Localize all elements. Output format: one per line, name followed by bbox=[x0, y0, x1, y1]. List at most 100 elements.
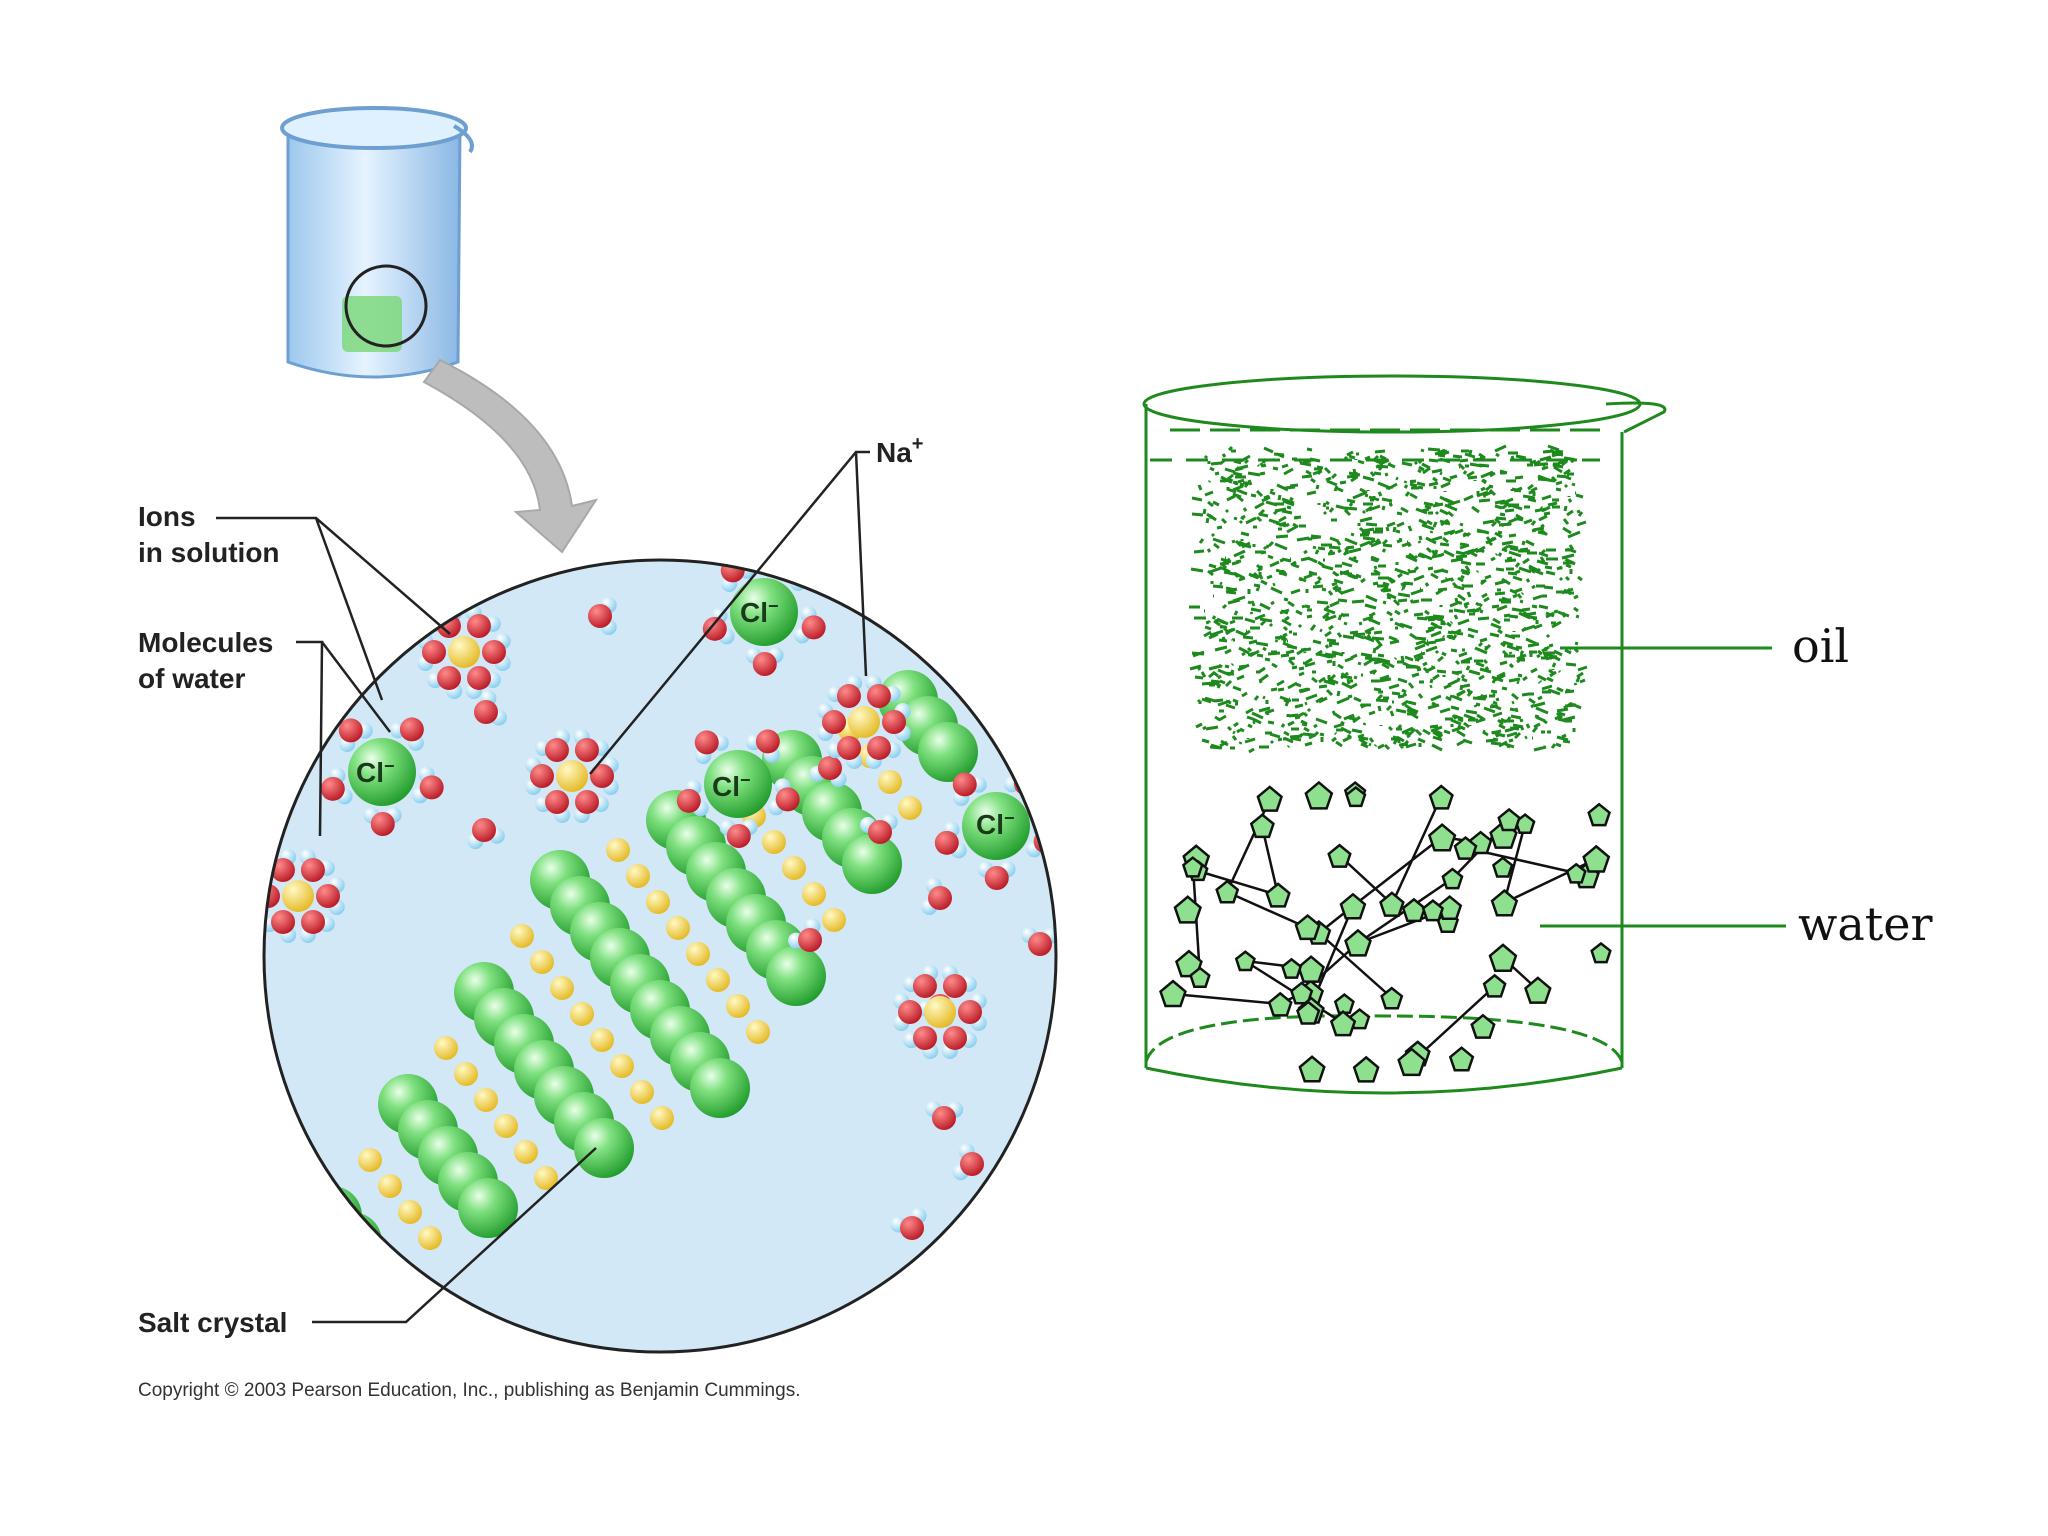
water-droplet bbox=[1590, 941, 1612, 964]
oxygen-atom bbox=[270, 858, 295, 883]
sodium-sphere bbox=[802, 882, 826, 906]
water-droplet bbox=[1565, 862, 1587, 884]
water-droplet bbox=[1174, 949, 1203, 978]
water-droplet bbox=[1181, 856, 1204, 878]
water-droplet bbox=[1329, 1010, 1357, 1037]
leader-lines bbox=[216, 450, 870, 1324]
oxygen-atom bbox=[934, 830, 959, 855]
oxygen-atom bbox=[437, 665, 462, 690]
right-labels: oil water bbox=[1540, 619, 1933, 951]
oxygen-atom bbox=[575, 789, 600, 814]
magnified-circle-outline bbox=[262, 558, 1058, 1354]
oxygen-atom bbox=[958, 1000, 982, 1024]
water-droplet bbox=[1582, 844, 1611, 873]
water-molecules bbox=[467, 597, 1056, 1240]
sodium-sphere bbox=[454, 1062, 478, 1086]
hydrated-ion-clusters bbox=[264, 560, 1056, 1060]
hydrogen-atom bbox=[264, 877, 268, 894]
salt-crystal-label: Salt crystal bbox=[138, 1307, 287, 1338]
oxygen-atom bbox=[702, 616, 727, 641]
sodium-sphere bbox=[282, 1260, 306, 1284]
sodium-sphere bbox=[878, 770, 902, 794]
oxygen-atom bbox=[932, 1106, 956, 1130]
oxygen-atom bbox=[301, 909, 326, 934]
water-droplet bbox=[1490, 888, 1519, 917]
oil-layer bbox=[1189, 444, 1588, 754]
water-droplet bbox=[1256, 785, 1284, 812]
chloride-sphere bbox=[458, 1178, 518, 1238]
oxygen-atom bbox=[912, 974, 937, 999]
water-droplet bbox=[1587, 802, 1611, 827]
ions-label-line1: Ions bbox=[138, 501, 196, 532]
cl-ion-labels: Cl− Cl− Cl− Cl− bbox=[356, 596, 1015, 840]
water-droplet bbox=[1397, 1047, 1426, 1077]
zoom-circle bbox=[344, 264, 428, 348]
sodium-sphere bbox=[606, 838, 630, 862]
oxygen-atom bbox=[775, 787, 800, 812]
oxygen-atom bbox=[952, 772, 977, 797]
cl-label-1: Cl− bbox=[356, 756, 395, 788]
oxygen-atom bbox=[320, 776, 345, 801]
oxygen-atom bbox=[1028, 932, 1052, 956]
oxygen-atom bbox=[836, 684, 861, 709]
sodium-sphere bbox=[514, 1140, 538, 1164]
oxygen-atom bbox=[676, 788, 701, 813]
chloride-ion bbox=[962, 792, 1030, 860]
sodium-sphere bbox=[650, 1106, 674, 1130]
chloride-ion bbox=[704, 750, 772, 818]
water-droplet bbox=[1249, 813, 1275, 839]
oxygen-atom bbox=[338, 718, 363, 743]
oxygen-atom bbox=[822, 710, 847, 735]
magnified-solution-view bbox=[262, 558, 1058, 1354]
chloride-sphere bbox=[766, 946, 826, 1006]
oxygen-atom bbox=[781, 560, 806, 582]
sodium-sphere bbox=[534, 1166, 558, 1190]
water-droplet bbox=[1297, 955, 1325, 983]
oxygen-atom bbox=[545, 789, 570, 814]
water-layer bbox=[1159, 780, 1612, 1083]
sodium-sphere bbox=[898, 796, 922, 820]
oxygen-atom bbox=[472, 818, 496, 842]
sodium-sphere bbox=[610, 1054, 634, 1078]
oil-scribble bbox=[1189, 444, 1588, 754]
sodium-sphere bbox=[358, 1148, 382, 1172]
oxygen-atom bbox=[868, 820, 892, 844]
oxygen-atom bbox=[801, 615, 826, 640]
sodium-sphere bbox=[762, 830, 786, 854]
water-droplet bbox=[1491, 856, 1514, 878]
sodium-ion bbox=[848, 706, 880, 738]
oxygen-atom bbox=[370, 811, 395, 836]
water-droplet bbox=[1173, 895, 1202, 924]
beaker-icon bbox=[280, 106, 474, 379]
water-droplet bbox=[1453, 835, 1478, 860]
oxygen-atom bbox=[928, 886, 952, 910]
sodium-sphere bbox=[954, 658, 978, 682]
ions-label-line2: in solution bbox=[138, 537, 280, 568]
oxygen-atom bbox=[798, 928, 822, 952]
na-label: Na+ bbox=[876, 433, 923, 468]
sodium-sphere bbox=[494, 1114, 518, 1138]
water-droplet bbox=[1265, 882, 1291, 908]
chloride-sphere bbox=[994, 610, 1054, 670]
oxygen-atom bbox=[818, 756, 842, 780]
sodium-sphere bbox=[686, 942, 710, 966]
oxygen-atom bbox=[898, 1000, 923, 1025]
sodium-sphere bbox=[550, 976, 574, 1000]
oxygen-atom bbox=[482, 640, 506, 664]
water-droplet bbox=[1488, 943, 1518, 973]
oxygen-atom bbox=[474, 700, 498, 724]
sodium-sphere bbox=[782, 856, 806, 880]
oxygen-atom bbox=[271, 909, 296, 934]
water-droplet bbox=[1296, 1000, 1321, 1025]
water-droplet bbox=[1352, 1055, 1380, 1083]
oxygen-atom bbox=[399, 717, 424, 742]
chloride-sphere bbox=[322, 1212, 382, 1272]
cl-label-2: Cl− bbox=[712, 770, 751, 802]
water-droplet bbox=[1339, 892, 1367, 920]
oxygen-atom bbox=[882, 710, 906, 734]
oxygen-atom bbox=[590, 764, 614, 788]
oxygen-atom bbox=[866, 683, 891, 708]
water-droplet bbox=[1428, 784, 1454, 810]
water-droplet bbox=[1524, 976, 1552, 1004]
sodium-sphere bbox=[646, 890, 670, 914]
